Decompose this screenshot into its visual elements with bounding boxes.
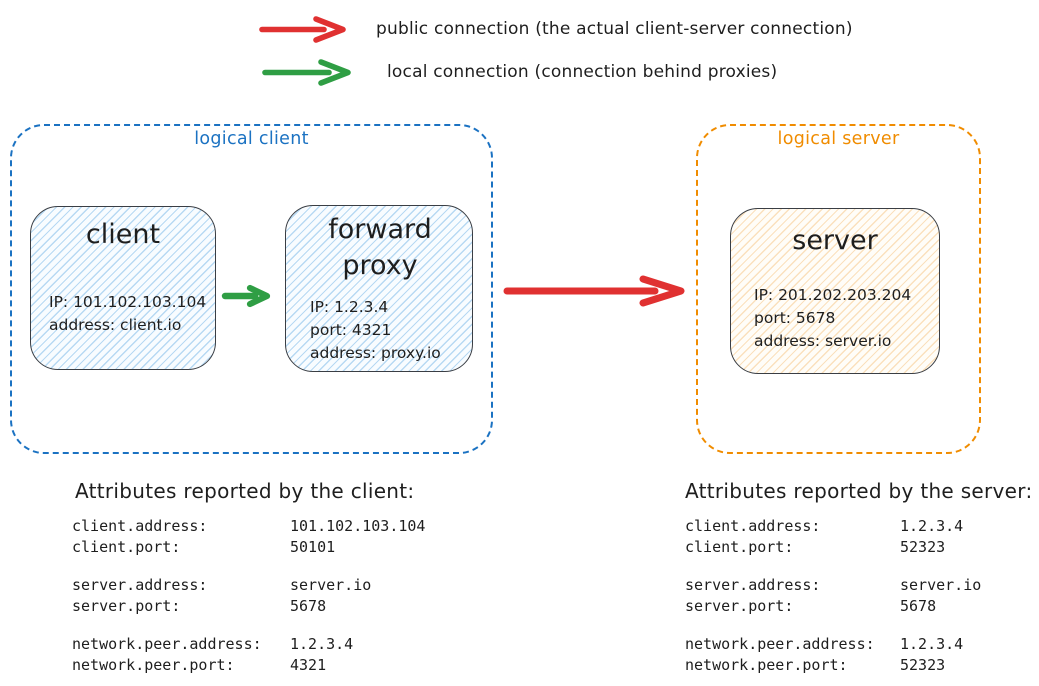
attr-row: network.peer.address: 1.2.3.4	[72, 634, 425, 655]
logical-client-label: logical client	[194, 129, 309, 149]
attr-row: network.peer.address: 1.2.3.4	[685, 634, 981, 655]
attr-key: server.address:	[685, 576, 821, 594]
client-node: client IP: 101.102.103.104 address: clie…	[30, 206, 216, 370]
server-attr-group-client: client.address: 1.2.3.4 client.port: 52323	[685, 516, 981, 558]
attr-row: network.peer.port: 52323	[685, 655, 981, 676]
logical-server-label: logical server	[777, 129, 900, 149]
attr-value: 52323	[900, 538, 946, 556]
attr-value: 1.2.3.4	[900, 517, 964, 535]
server-attributes-list: client.address: 1.2.3.4 client.port: 52323…	[685, 516, 981, 686]
attr-key: server.port:	[685, 597, 794, 615]
server-ip: IP: 201.202.203.204	[754, 286, 912, 304]
server-attr-group-server: server.address: server.io server.port: 567…	[685, 575, 981, 617]
attr-value: server.io	[900, 576, 982, 594]
attr-key: client.address:	[72, 517, 208, 535]
attr-key: network.peer.address:	[72, 635, 262, 653]
attr-value: 1.2.3.4	[290, 635, 354, 653]
attr-key: network.peer.address:	[685, 635, 875, 653]
server-port: port: 5678	[754, 309, 836, 327]
server-attr-group-network-peer: network.peer.address: 1.2.3.4 network.pee…	[685, 634, 981, 676]
attr-value: 1.2.3.4	[900, 635, 964, 653]
forward-proxy-node: forward proxy IP: 1.2.3.4 port: 4321 add…	[285, 205, 473, 372]
attr-key: network.peer.port:	[685, 656, 848, 674]
server-node-info: IP: 201.202.203.204 port: 5678 address: …	[754, 284, 911, 353]
local-connection-arrow-icon	[221, 284, 271, 308]
attr-key: server.port:	[72, 597, 181, 615]
attr-row: server.port: 5678	[685, 596, 981, 617]
attr-value: 101.102.103.104	[290, 517, 426, 535]
attr-key: client.port:	[685, 538, 794, 556]
legend-local-connection-arrow-icon	[262, 59, 351, 86]
forward-proxy-node-info: IP: 1.2.3.4 port: 4321 address: proxy.io	[310, 296, 441, 365]
client-attributes-heading: Attributes reported by the client:	[75, 479, 415, 503]
attr-row: client.port: 50101	[72, 537, 425, 558]
legend-public-connection-arrow-icon	[259, 16, 346, 43]
attr-value: server.io	[290, 576, 372, 594]
client-node-title: client	[85, 219, 161, 250]
logical-client-group: logical client	[10, 124, 493, 454]
server-address: address: server.io	[754, 332, 892, 350]
attr-key: network.peer.port:	[72, 656, 235, 674]
attr-row: client.port: 52323	[685, 537, 981, 558]
attr-row: client.address: 1.2.3.4	[685, 516, 981, 537]
public-connection-arrow-icon	[503, 275, 685, 307]
attr-row: network.peer.port: 4321	[72, 655, 425, 676]
attr-row: server.address: server.io	[685, 575, 981, 596]
attr-value: 4321	[290, 656, 327, 674]
legend-public-connection-label: public connection (the actual client-ser…	[376, 19, 853, 39]
proxy-port: port: 4321	[310, 321, 392, 339]
attr-value: 50101	[290, 538, 336, 556]
forward-proxy-node-title: forward proxy	[328, 214, 432, 281]
client-attr-group-client: client.address: 101.102.103.104 client.po…	[72, 516, 425, 558]
attr-row: client.address: 101.102.103.104	[72, 516, 425, 537]
server-attributes-heading: Attributes reported by the server:	[685, 479, 1033, 503]
client-address: address: client.io	[49, 316, 182, 334]
attr-value: 5678	[900, 597, 937, 615]
attr-key: client.address:	[685, 517, 821, 535]
attr-row: server.port: 5678	[72, 596, 425, 617]
client-attributes-list: client.address: 101.102.103.104 client.po…	[72, 516, 425, 686]
proxy-address: address: proxy.io	[310, 344, 441, 362]
attr-key: client.port:	[72, 538, 181, 556]
attr-value: 52323	[900, 656, 946, 674]
client-attr-group-server: server.address: server.io server.port: 567…	[72, 575, 425, 617]
server-node-title: server	[792, 225, 878, 256]
attr-row: server.address: server.io	[72, 575, 425, 596]
logical-server-group: logical server	[696, 124, 981, 454]
legend-local-connection-label: local connection (connection behind prox…	[387, 62, 778, 82]
client-ip: IP: 101.102.103.104	[49, 293, 207, 311]
attr-key: server.address:	[72, 576, 208, 594]
client-attr-group-network-peer: network.peer.address: 1.2.3.4 network.pee…	[72, 634, 425, 676]
proxy-ip: IP: 1.2.3.4	[310, 298, 389, 316]
client-node-info: IP: 101.102.103.104 address: client.io	[49, 291, 206, 337]
server-node: server IP: 201.202.203.204 port: 5678 ad…	[730, 208, 940, 374]
attr-value: 5678	[290, 597, 327, 615]
